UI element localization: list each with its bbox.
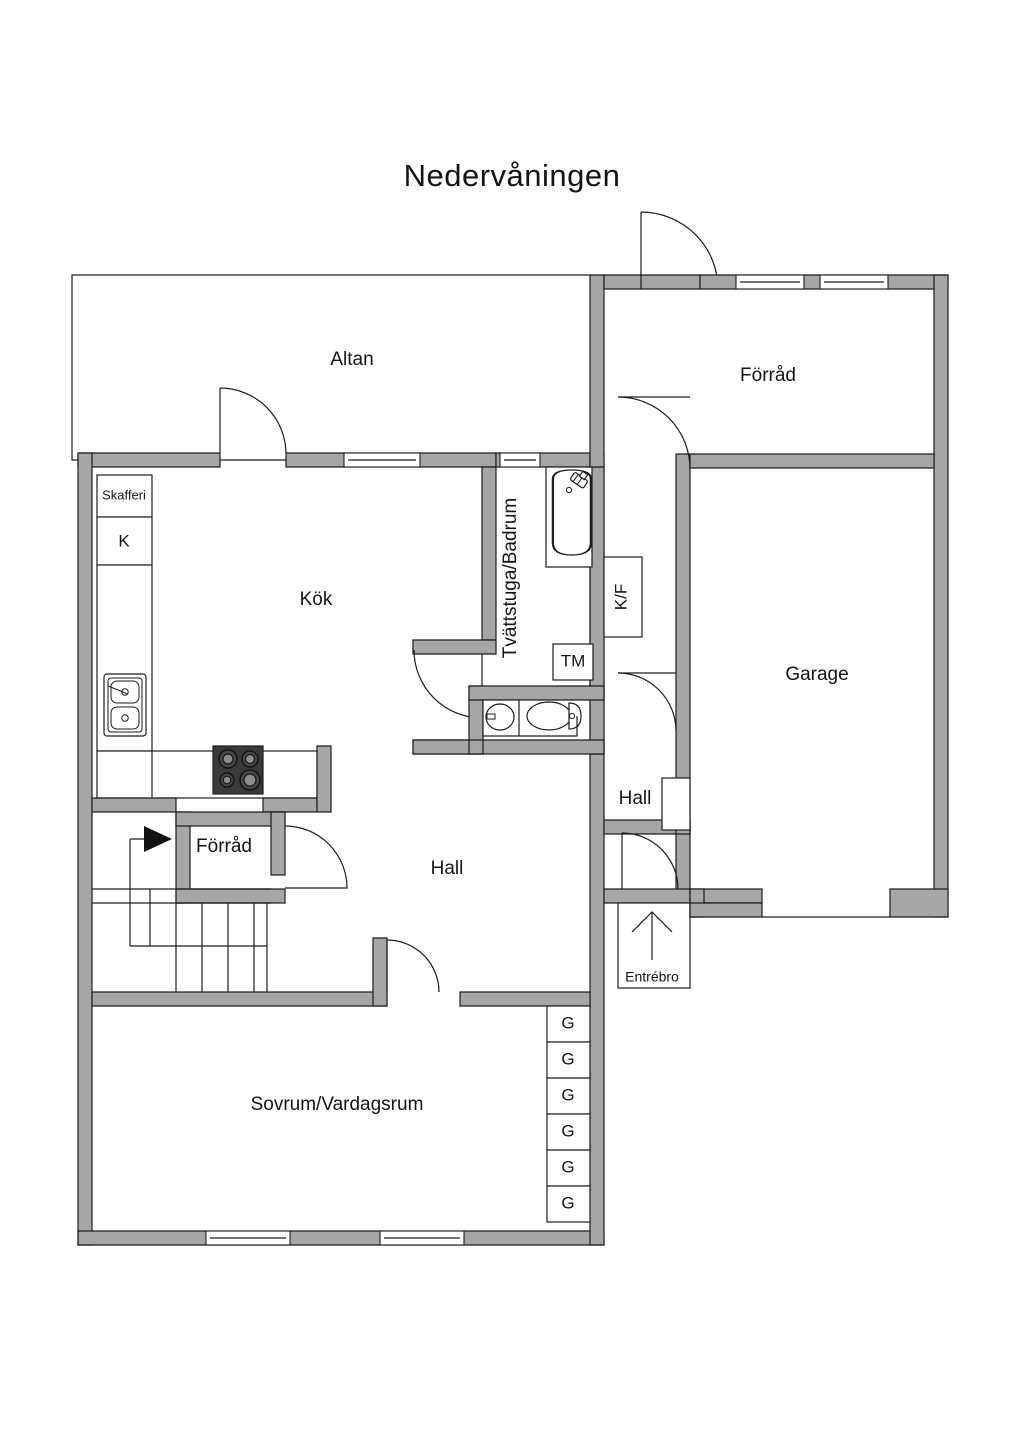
room-label-hall-main: Hall xyxy=(431,858,464,879)
kitchen-sink-icon xyxy=(103,673,147,737)
door-forrad-stair xyxy=(284,825,348,889)
door-entryhall-mainhall xyxy=(617,672,677,732)
room-label-garage: Garage xyxy=(785,664,848,685)
forrad-stair-walls xyxy=(175,811,286,904)
wc-walls xyxy=(468,685,605,755)
wardrobe-label-4: G xyxy=(561,1121,574,1140)
door-hall-sovrum xyxy=(386,939,440,993)
fixture-label-entrebro: Entrébro xyxy=(625,969,679,985)
door-entryhall-forrad xyxy=(617,396,691,470)
window-sovrum-south-1 xyxy=(205,1230,291,1246)
kitchen-counter-south xyxy=(96,750,318,799)
toilet-icon xyxy=(468,701,582,741)
window-forrad-north-2 xyxy=(819,274,889,290)
fixture-label-skafferi: Skafferi xyxy=(102,487,146,502)
wardrobe-g-1 xyxy=(546,1005,591,1043)
wardrobe-g-6 xyxy=(546,1185,591,1223)
pantry-cabinet xyxy=(96,474,153,518)
fixture-label-kyl: K xyxy=(118,531,130,550)
front-door xyxy=(621,832,679,890)
fixture-label-tvattmaskin: TM xyxy=(561,651,586,670)
room-label-tvattstuga-badrum: Tvättstuga/Badrum xyxy=(500,498,521,659)
wardrobe-label-3: G xyxy=(561,1085,574,1104)
staircase xyxy=(92,826,271,992)
garage-walls xyxy=(689,888,949,918)
washing-machine xyxy=(552,643,594,681)
wardrobe-label-2: G xyxy=(561,1049,574,1068)
door-forrad-north xyxy=(640,211,719,290)
forrad-upper-walls xyxy=(689,274,949,918)
room-label-forrad-upper: Förråd xyxy=(740,365,796,386)
wardrobe-column xyxy=(546,1005,591,1223)
door-altan-to-kitchen xyxy=(219,387,287,455)
window-kitchen-north-1 xyxy=(343,452,421,468)
room-label-hall-entry: Hall xyxy=(619,788,652,809)
wardrobe-label-6: G xyxy=(561,1193,574,1212)
wardrobe-g-2 xyxy=(546,1041,591,1079)
bathtub-icon xyxy=(545,466,593,568)
entry-bridge xyxy=(617,902,691,989)
room-label-altan: Altan xyxy=(330,349,373,370)
room-label-kok: Kök xyxy=(300,589,333,610)
entry-hall-cabinet xyxy=(661,777,691,831)
window-forrad-north-1 xyxy=(735,274,805,290)
wardrobe-g-4 xyxy=(546,1113,591,1151)
page-title: Nedervåningen xyxy=(403,158,621,193)
washbasin-icon xyxy=(482,699,520,737)
stove-icon xyxy=(212,745,264,795)
window-sovrum-south-2 xyxy=(379,1230,465,1246)
fridge-cabinet xyxy=(96,516,153,566)
room-label-sovrum-vardagsrum: Sovrum/Vardagsrum xyxy=(251,1094,424,1115)
main-house-walls xyxy=(77,452,605,1246)
sovrum-walls xyxy=(91,937,591,1007)
wardrobe-label-1: G xyxy=(561,1013,574,1032)
room-label-forrad-stair: Förråd xyxy=(196,836,252,857)
fridge-freezer-cabinet xyxy=(603,556,643,638)
wardrobe-label-5: G xyxy=(561,1157,574,1176)
window-kitchen-north-2 xyxy=(499,452,541,468)
fixture-label-kylfrys: K/F xyxy=(611,584,630,610)
wardrobe-g-5 xyxy=(546,1149,591,1187)
